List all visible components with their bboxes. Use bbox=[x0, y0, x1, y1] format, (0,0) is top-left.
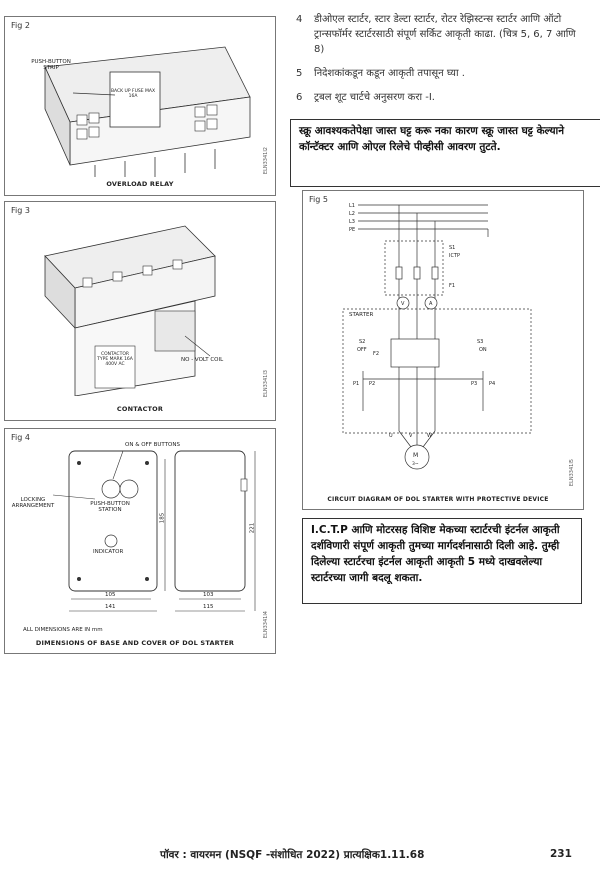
svg-text:L2: L2 bbox=[349, 211, 355, 217]
page-number: 231 bbox=[550, 848, 572, 860]
svg-text:F2: F2 bbox=[373, 351, 379, 357]
push-button-strip-callout: PUSH-BUTTON STRIP bbox=[31, 59, 71, 71]
svg-text:A: A bbox=[429, 301, 433, 307]
contactor-plate: CONTACTOR TYPE MARK 16A 400V AC bbox=[97, 352, 133, 367]
figure-3-code: ELN3341I3 bbox=[263, 370, 269, 398]
figure-2-panel: Fig 2 PUSH-BUTTON STRIP BACK UP FUSE MAX… bbox=[4, 16, 276, 196]
on-off-buttons-callout: ON & OFF BUTTONS bbox=[125, 442, 180, 448]
svg-text:W: W bbox=[427, 433, 432, 439]
dimensions-note: ALL DIMENSIONS ARE IN mm bbox=[23, 627, 103, 633]
figure-4-caption: DIMENSIONS OF BASE AND COVER OF DOL STAR… bbox=[35, 639, 235, 647]
svg-text:L3: L3 bbox=[349, 219, 355, 225]
figure-5-panel: Fig 5 L1 L2 L3 PE S1 ICTP F1 STARTER V A… bbox=[302, 190, 584, 510]
figure-3-caption: CONTACTOR bbox=[116, 405, 164, 413]
svg-text:P3: P3 bbox=[471, 381, 477, 387]
ictp-note: I.C.T.P आणि मोटरसह विशिष्ट मेकच्या स्टार… bbox=[302, 518, 582, 604]
footer-title: पॉवर : वायरमन (NSQF -संशोधित 2022) प्रात… bbox=[160, 849, 425, 861]
dim-depth-inner: 103 bbox=[203, 592, 214, 598]
svg-text:ICTP: ICTP bbox=[449, 253, 460, 259]
svg-text:P1: P1 bbox=[353, 381, 359, 387]
indicator-callout: INDICATOR bbox=[93, 549, 124, 555]
svg-text:P2: P2 bbox=[369, 381, 375, 387]
svg-text:PE: PE bbox=[349, 227, 355, 233]
figure-4-panel: Fig 4 ON & OFF BUTTONS LOCKING ARRANGEME… bbox=[4, 428, 276, 654]
dim-height-front: 185 bbox=[159, 512, 166, 524]
backup-fuse-plate: BACK UP FUSE MAX 16A bbox=[110, 89, 156, 99]
figure-2-caption: OVERLOAD RELAY bbox=[106, 180, 174, 188]
no-volt-coil-callout: NO - VOLT COIL bbox=[181, 357, 224, 363]
dim-width-outer: 141 bbox=[105, 604, 116, 610]
svg-text:ON: ON bbox=[479, 347, 487, 353]
svg-text:V: V bbox=[401, 301, 405, 307]
figure-5-code: ELN3341I5 bbox=[569, 459, 575, 487]
figure-2-code: ELN3341I2 bbox=[263, 147, 269, 175]
svg-text:P4: P4 bbox=[489, 381, 495, 387]
svg-text:3~: 3~ bbox=[412, 461, 419, 467]
overload-relay-drawing bbox=[44, 46, 251, 177]
svg-text:STARTER: STARTER bbox=[349, 312, 373, 318]
dol-starter-dimension-drawing bbox=[52, 450, 256, 612]
figure-5-label: Fig 5 bbox=[309, 195, 328, 204]
dim-width-inner: 105 bbox=[105, 592, 116, 598]
svg-text:F1: F1 bbox=[449, 283, 455, 289]
locking-arrangement-callout: LOCKING ARRANGEMENT bbox=[11, 497, 55, 509]
figure-5-caption: CIRCUIT DIAGRAM OF DOL STARTER WITH PROT… bbox=[327, 496, 549, 503]
figure-3-label: Fig 3 bbox=[11, 206, 30, 215]
svg-text:OFF: OFF bbox=[357, 347, 367, 353]
push-button-station-callout: PUSH-BUTTON STATION bbox=[90, 501, 130, 513]
figure-4-code: ELN3341I4 bbox=[263, 611, 269, 639]
dim-depth-outer: 115 bbox=[203, 604, 214, 610]
svg-text:M: M bbox=[413, 452, 418, 459]
warning-note: स्क्रू आवश्यकतेपेक्षा जास्त घट्ट करू नका… bbox=[290, 119, 600, 187]
figure-2-label: Fig 2 bbox=[11, 21, 30, 30]
figure-4-label: Fig 4 bbox=[11, 433, 30, 442]
figure-3-panel: Fig 3 CONTACTOR TYPE MARK 16A 400V AC NO… bbox=[4, 201, 276, 421]
svg-text:L1: L1 bbox=[349, 203, 355, 209]
svg-text:V: V bbox=[409, 433, 413, 439]
svg-text:S1: S1 bbox=[449, 245, 455, 251]
svg-text:S2: S2 bbox=[359, 339, 365, 345]
dol-starter-circuit-diagram: L1 L2 L3 PE S1 ICTP F1 STARTER V A S2 OF… bbox=[342, 203, 532, 470]
dim-height-side: 221 bbox=[249, 522, 256, 534]
contactor-drawing bbox=[44, 225, 216, 396]
page-footer: पॉवर : वायरमन (NSQF -संशोधित 2022) प्रात… bbox=[0, 848, 600, 862]
svg-text:U: U bbox=[389, 433, 393, 439]
svg-text:S3: S3 bbox=[477, 339, 483, 345]
